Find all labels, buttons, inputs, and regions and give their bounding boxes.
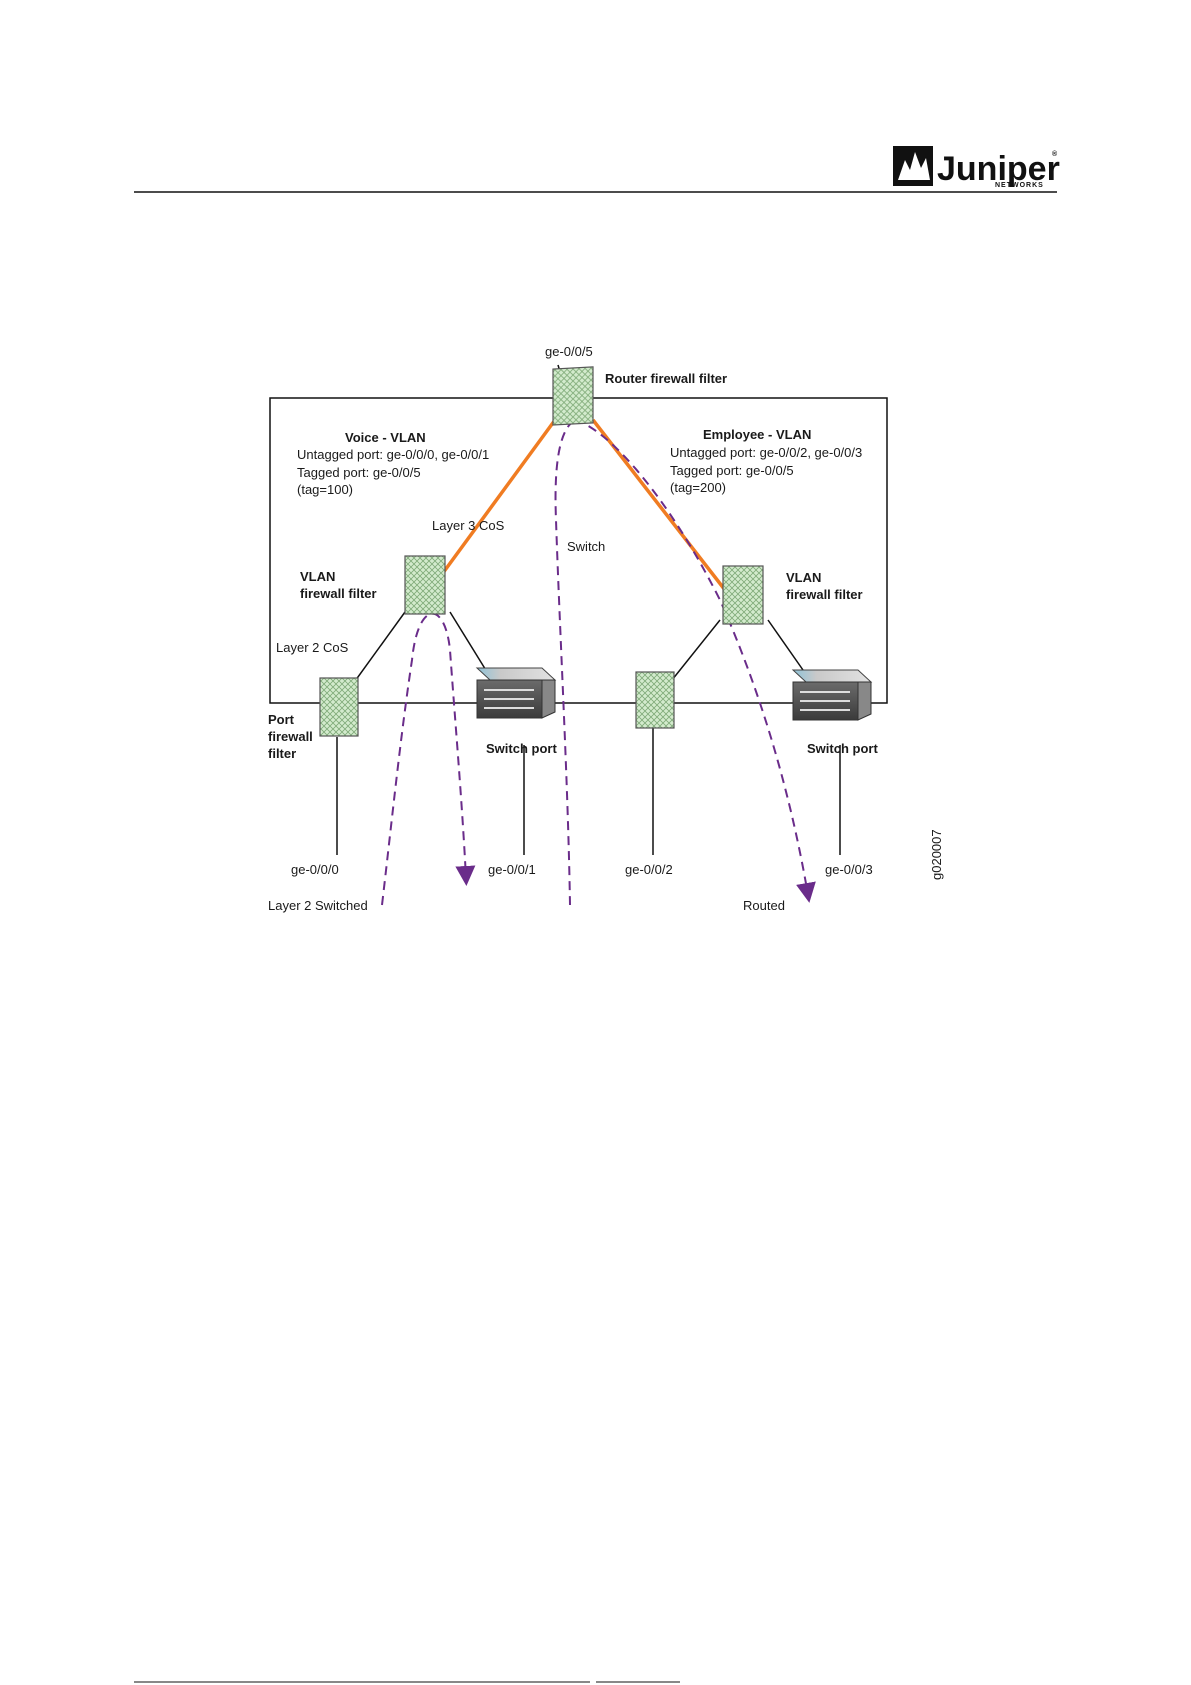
flow-layer2-switched — [381, 612, 476, 906]
voice-vlan-filter-label-2: firewall filter — [300, 586, 377, 601]
switch-label: Switch — [567, 539, 605, 554]
logo-text: Juniper — [937, 150, 1060, 188]
employee-vlan-tagged: Tagged port: ge-0/0/5 — [670, 463, 794, 478]
logo-subtext: NETWORKS — [995, 182, 1044, 189]
employee-vlan-tag: (tag=200) — [670, 480, 726, 495]
voice-vlan-filter-label-1: VLAN — [300, 569, 335, 584]
logo-mark: ® — [1052, 150, 1058, 158]
port-filter-label-2: firewall — [268, 729, 313, 744]
trunk-link-voice — [438, 418, 557, 579]
port-label-ge-0-0-0: ge-0/0/0 — [291, 862, 339, 877]
flow-switch — [554, 419, 576, 906]
flow-routed — [574, 419, 816, 903]
link-vlan-port-filter — [349, 611, 406, 689]
switch-icon-left — [475, 667, 557, 719]
voice-vlan-untagged: Untagged port: ge-0/0/0, ge-0/0/1 — [297, 447, 489, 462]
employee-vlan-title: Employee - VLAN — [703, 427, 811, 442]
voice-vlan-firewall-filter-icon — [404, 555, 446, 615]
voice-vlan-tagged: Tagged port: ge-0/0/5 — [297, 465, 421, 480]
trunk-link-employee — [591, 418, 727, 592]
layer3-cos-label: Layer 3 CoS — [432, 518, 505, 533]
routed-label: Routed — [743, 898, 785, 913]
switch-icon-right — [791, 669, 873, 721]
router-firewall-filter-icon — [552, 366, 594, 426]
port-label-ge-0-0-1: ge-0/0/1 — [488, 862, 536, 877]
layer2-cos-label: Layer 2 CoS — [276, 640, 349, 655]
juniper-logo: Juniper NETWORKS ® — [893, 146, 1060, 189]
port-filter-label-1: Port — [268, 712, 295, 727]
link-vlan-filter-right — [671, 619, 721, 681]
router-port-label: ge-0/0/5 — [545, 344, 593, 359]
port-label-ge-0-0-2: ge-0/0/2 — [625, 862, 673, 877]
voice-vlan-tag: (tag=100) — [297, 482, 353, 497]
ge-0-0-2-filter-icon — [635, 671, 675, 729]
layer2-switched-label: Layer 2 Switched — [268, 898, 368, 913]
employee-vlan-filter-label-1: VLAN — [786, 570, 821, 585]
employee-vlan-untagged: Untagged port: ge-0/0/2, ge-0/0/3 — [670, 445, 862, 460]
port-filter-label-3: filter — [268, 746, 296, 761]
figure-id-label: g020007 — [929, 829, 944, 880]
employee-vlan-filter-label-2: firewall filter — [786, 587, 863, 602]
employee-vlan-firewall-filter-icon — [722, 565, 764, 625]
switch-port-label-left: Switch port — [486, 741, 557, 756]
router-filter-label: Router firewall filter — [605, 371, 727, 386]
voice-vlan-title: Voice - VLAN — [345, 430, 426, 445]
port-label-ge-0-0-3: ge-0/0/3 — [825, 862, 873, 877]
port-firewall-filter-icon — [319, 677, 359, 737]
switch-port-label-right: Switch port — [807, 741, 878, 756]
